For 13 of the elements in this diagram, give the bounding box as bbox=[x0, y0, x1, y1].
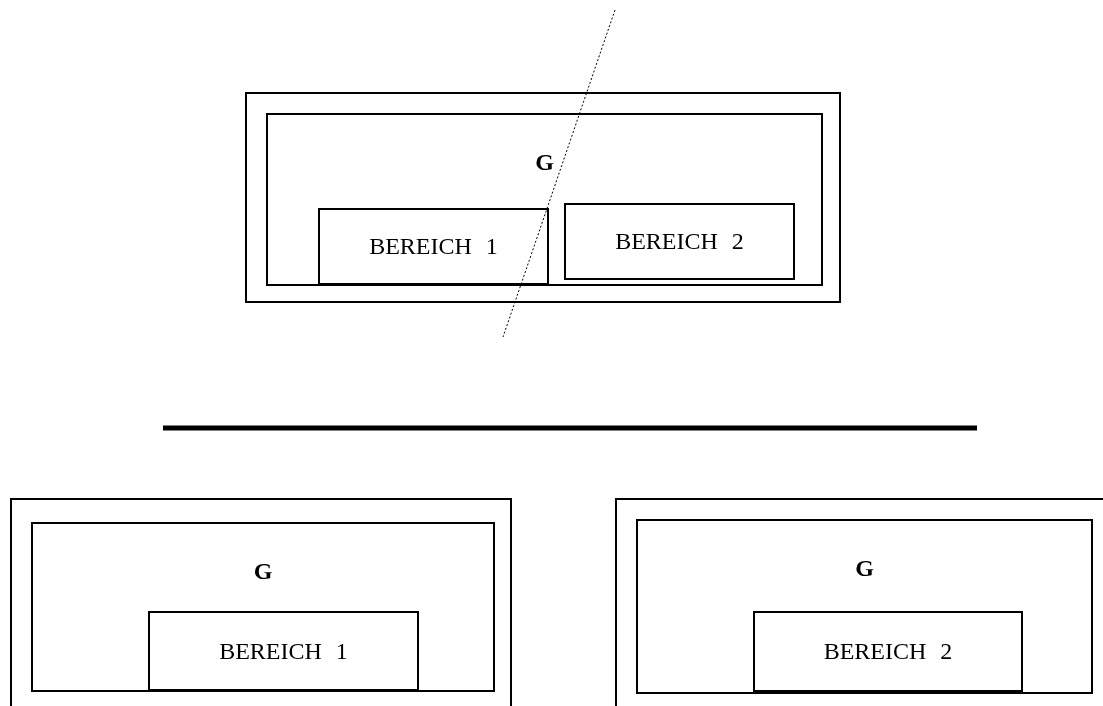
region-box: BEREICH 2 bbox=[753, 611, 1023, 692]
region-box: BEREICH 1 bbox=[148, 611, 419, 691]
frame-heading: G bbox=[253, 558, 273, 584]
frame bbox=[636, 519, 1093, 694]
region-box: BEREICH 1 bbox=[318, 208, 549, 285]
frame-heading: G bbox=[535, 149, 554, 175]
frame bbox=[266, 113, 823, 286]
frame-heading: G bbox=[855, 555, 874, 581]
outer-frame bbox=[10, 498, 512, 706]
outer-frame bbox=[245, 92, 841, 303]
outer-frame bbox=[615, 498, 1103, 706]
region-box: BEREICH 2 bbox=[564, 203, 795, 280]
frame bbox=[31, 522, 495, 692]
